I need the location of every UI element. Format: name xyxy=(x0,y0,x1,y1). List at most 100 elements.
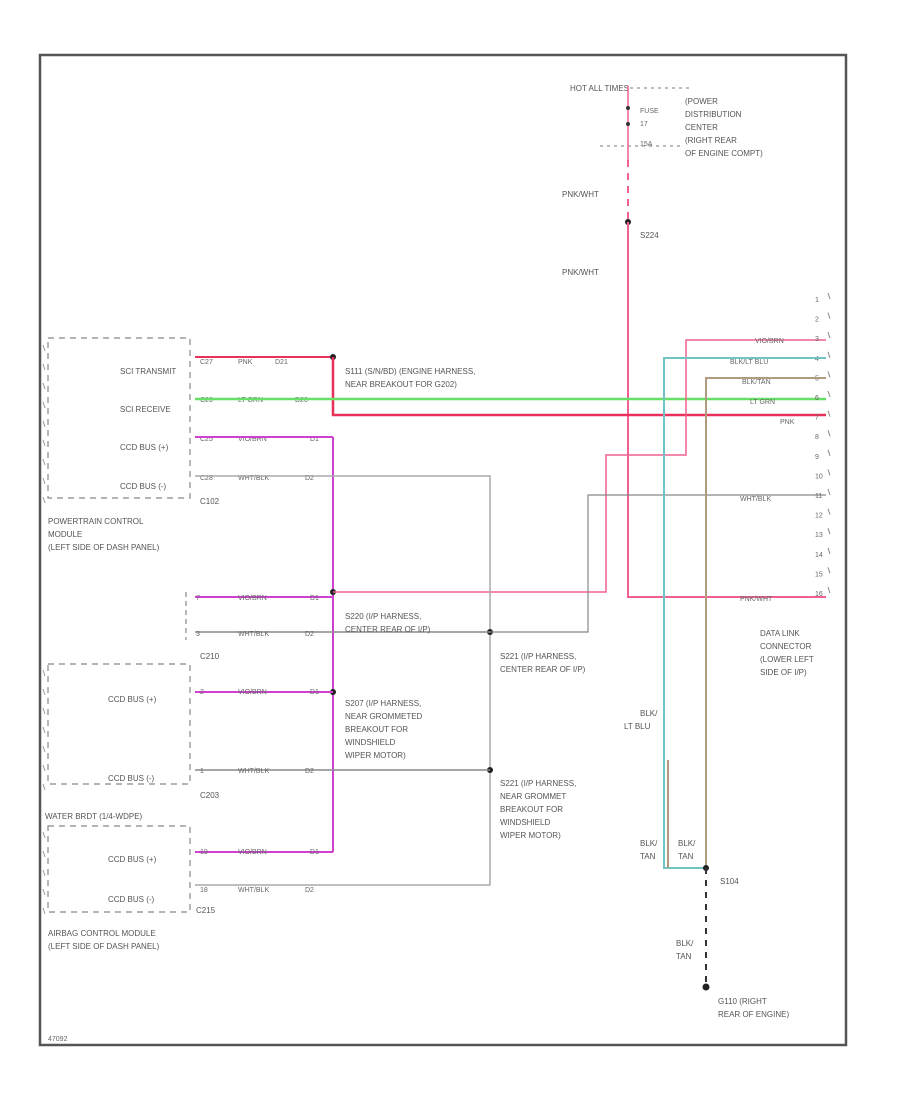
dlc-pin-number: 6 xyxy=(815,395,819,402)
ground-g110-line2: REAR OF ENGINE) xyxy=(718,1010,789,1019)
airbag-row1-pin: 19 xyxy=(200,849,208,856)
module-edge-tick xyxy=(42,888,46,896)
pcm-row3-pin: C25 xyxy=(200,436,213,443)
module-edge-tick xyxy=(42,869,46,877)
dlc-pin-tick xyxy=(827,449,831,456)
airbag-row2-circuit: D2 xyxy=(305,887,314,894)
s207-line3: BREAKOUT FOR xyxy=(345,725,408,734)
dlc-pin-number: 11 xyxy=(815,493,822,500)
c210-row1-pin: 7 xyxy=(196,595,200,602)
dlc-pin-tick xyxy=(827,469,831,476)
ground-wire-b-line1: BLK/ xyxy=(640,839,658,848)
ground-wire-a-line2: LT BLU xyxy=(624,722,651,731)
module-edge-tick xyxy=(42,477,46,485)
dlc-pin-number: 13 xyxy=(815,532,823,539)
dlc-pin-number: 16 xyxy=(815,591,823,598)
ground-wire-c-line2: TAN xyxy=(678,852,694,861)
dlc-pin-number: 14 xyxy=(815,552,823,559)
s220-line2: CENTER REAR OF I/P) xyxy=(345,625,431,634)
dlc-pin-number: 12 xyxy=(815,513,823,520)
dlc-pin-number: 15 xyxy=(815,571,823,578)
s221b-line1: S221 (I/P HARNESS, xyxy=(500,779,576,788)
airbag-pin-ccd-pos: CCD BUS (+) xyxy=(108,855,157,864)
s207-line5: WIPER MOTOR) xyxy=(345,751,406,760)
pcm-row2-color: LT GRN xyxy=(238,397,263,404)
blk-tan-wire xyxy=(705,377,826,868)
pcm-row1-pin: C27 xyxy=(200,359,213,366)
pnk-wht-label-1: PNK/WHT xyxy=(562,190,599,199)
airbag-name-line1: AIRBAG CONTROL MODULE xyxy=(48,929,156,938)
dlc-pin-number: 1 xyxy=(815,297,819,304)
s221b-line5: WIPER MOTOR) xyxy=(500,831,561,840)
pdc-line1: (POWER xyxy=(685,97,718,106)
cluster-pin-ccd-neg: CCD BUS (-) xyxy=(108,774,155,783)
pcm-row3-circuit: D1 xyxy=(310,436,319,443)
pcm-row2-circuit: D20 xyxy=(295,397,308,404)
pcm-row2-pin: C26 xyxy=(200,397,213,404)
pdc-line4: (RIGHT REAR xyxy=(685,136,737,145)
module-edge-tick xyxy=(42,363,46,371)
dlc-pin-tick xyxy=(827,528,831,535)
pcm-pin-sci-transmit: SCI TRANSMIT xyxy=(120,367,176,376)
cluster-pin-ccd-pos: CCD BUS (+) xyxy=(108,695,157,704)
dlc-w7-label: PNK xyxy=(780,419,795,426)
module-edge-tick xyxy=(42,745,46,753)
c210-row1-circuit: D1 xyxy=(310,595,319,602)
airbag-row2-pin: 18 xyxy=(200,887,208,894)
splice-s104-label: S104 xyxy=(720,877,739,886)
s221b-line3: BREAKOUT FOR xyxy=(500,805,563,814)
ground-wire-a-line1: BLK/ xyxy=(640,709,658,718)
dlc-pin-tick xyxy=(827,508,831,515)
dlc-pin-number: 8 xyxy=(815,434,819,441)
c210-row2-circuit: D2 xyxy=(305,631,314,638)
dlc-pin-number: 3 xyxy=(815,336,819,343)
cluster-box xyxy=(47,663,191,785)
cluster-row2-pin: 1 xyxy=(200,768,204,775)
module-edge-tick xyxy=(42,458,46,466)
s221-line1: S221 (I/P HARNESS, xyxy=(500,652,576,661)
module-edge-tick xyxy=(42,907,46,915)
dlc-pin-number: 9 xyxy=(815,454,819,461)
hot-label: HOT ALL TIMES xyxy=(570,84,629,93)
wht-blk-to-dlc xyxy=(490,494,826,633)
airbag-pin-ccd-neg: CCD BUS (-) xyxy=(108,895,155,904)
dlc-pin-tick xyxy=(827,410,831,417)
module-edge-tick xyxy=(42,420,46,428)
module-edge-tick xyxy=(42,707,46,715)
pcm-pin-sci-receive: SCI RECEIVE xyxy=(120,405,171,414)
ground-wire-c-line1: BLK/ xyxy=(678,839,696,848)
pcm-row4-pin: C28 xyxy=(200,475,213,482)
pcm-name-line2: MODULE xyxy=(48,530,82,539)
s221b-line2: NEAR GROMMET xyxy=(500,792,566,801)
cluster-row2-color: WHT/BLK xyxy=(238,768,269,775)
diagram-frame xyxy=(38,53,848,1047)
module-edge-tick xyxy=(42,783,46,791)
dlc-w5-label: BLK/TAN xyxy=(742,379,771,386)
c210-connector-label: C210 xyxy=(200,652,220,661)
dlc-name-line3: (LOWER LEFT xyxy=(760,655,814,664)
dlc-pin-tick xyxy=(827,371,831,378)
ground-wire-b-line2: TAN xyxy=(640,852,656,861)
dlc-w11-label: WHT/BLK xyxy=(740,496,771,503)
dlc-w3-label: VIO/BRN xyxy=(755,338,784,345)
dlc-pin-number: 4 xyxy=(815,356,819,363)
dlc-pin-tick xyxy=(827,292,831,300)
dlc-pin-number: 10 xyxy=(815,473,823,480)
module-edge-tick xyxy=(42,669,46,677)
fuse-number: 17 xyxy=(640,121,648,128)
module-edge-tick xyxy=(42,401,46,409)
ground-g110-dot xyxy=(702,983,710,991)
s207-line2: NEAR GROMMETED xyxy=(345,712,423,721)
s220-line1: S220 (I/P HARNESS, xyxy=(345,612,421,621)
pcm-connector-label: C102 xyxy=(200,497,220,506)
fuse-label: FUSE xyxy=(640,108,659,115)
module-edge-tick xyxy=(42,831,46,839)
dlc-pin-number: 2 xyxy=(815,317,819,324)
airbag-connector-label: C215 xyxy=(196,906,216,915)
pnk-wht-wire-to-dlc xyxy=(627,222,826,598)
dlc-pin-tick xyxy=(827,567,831,574)
pcm-pin-ccd-pos: CCD BUS (+) xyxy=(120,443,169,452)
pcm-ticks xyxy=(42,344,46,915)
